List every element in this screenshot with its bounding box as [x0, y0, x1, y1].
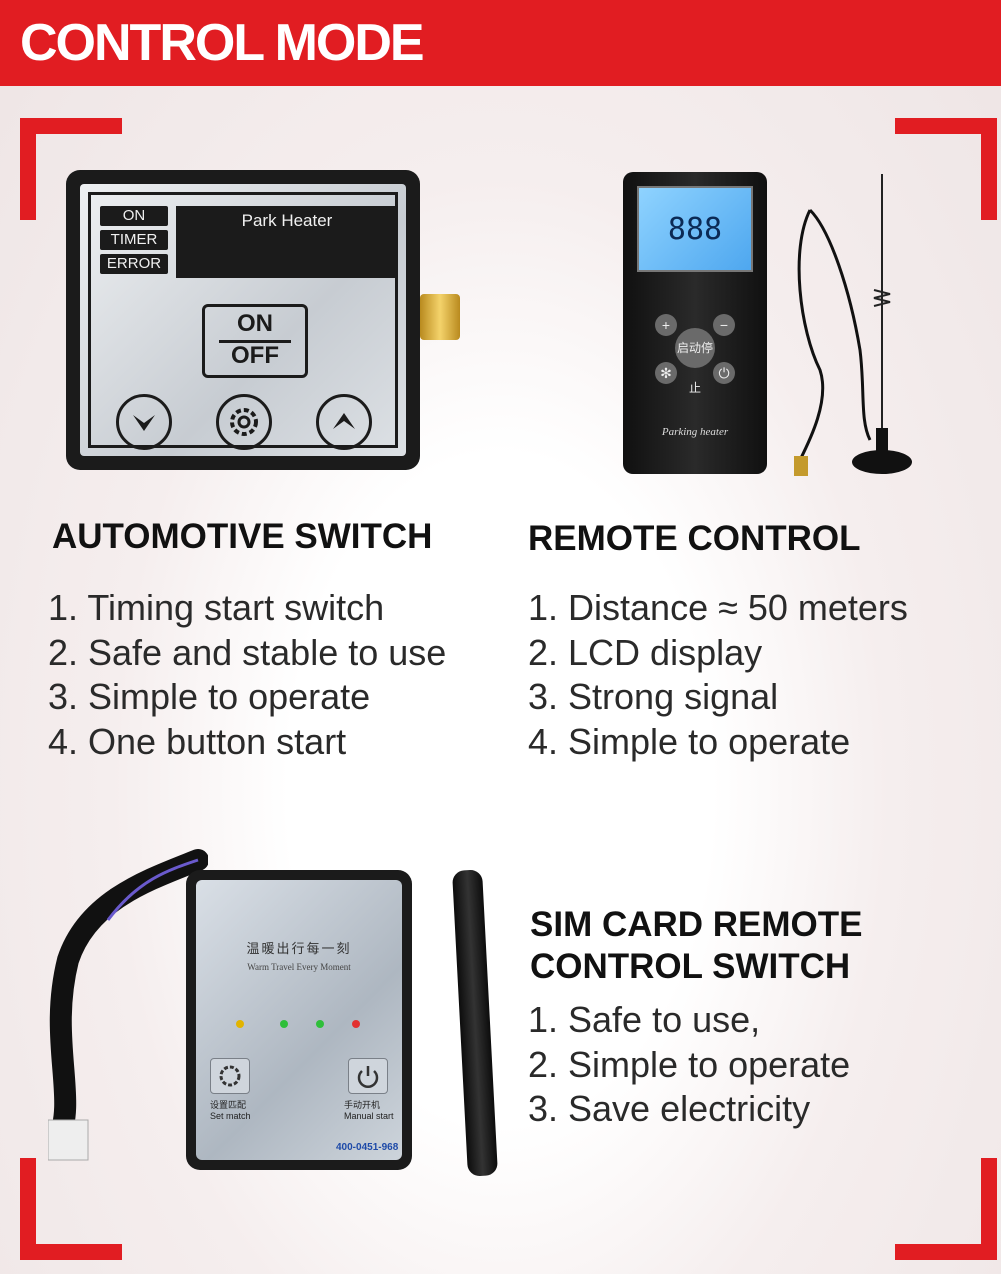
- list-item: 2. Safe and stable to use: [48, 631, 447, 673]
- sim-heading-line2: CONTROL SWITCH: [530, 947, 851, 986]
- power-icon: ⏻: [713, 362, 735, 384]
- automotive-switch-heading: AUTOMOTIVE SWITCH: [52, 517, 433, 556]
- antenna-cable-icon: [794, 174, 912, 476]
- minus-icon: −: [713, 314, 735, 336]
- status-led-green: [280, 1020, 288, 1028]
- list-item: 1. Timing start switch: [48, 587, 385, 628]
- remote-brand: Parking heater: [661, 426, 729, 438]
- manual-start-en: Manual start: [344, 1111, 394, 1121]
- onoff-top-label: ON: [237, 310, 273, 337]
- corner-bracket-bottom-left: [20, 1158, 122, 1260]
- page-title: CONTROL MODE: [20, 14, 425, 72]
- onoff-button: ON OFF: [202, 304, 308, 378]
- plus-icon: +: [655, 314, 677, 336]
- list-item: 3. Save electricity: [528, 1088, 811, 1129]
- header-bar: [0, 0, 1001, 86]
- list-item: 2. Simple to operate: [528, 1043, 851, 1085]
- sim-switch-heading: SIM CARD REMOTE CONTROL SWITCH: [530, 904, 863, 988]
- status-led-red: [352, 1020, 360, 1028]
- sim-switch-list: 1. Safe to use, 2. Simple to operate 3. …: [528, 998, 850, 1132]
- list-item: 2. LCD display: [528, 631, 763, 673]
- indicator-timer: TIMER: [100, 230, 168, 250]
- sim-slogan-en: Warm Travel Every Moment: [247, 962, 351, 972]
- manual-start-cn: 手动开机: [344, 1100, 381, 1110]
- gear-icon: ✻: [655, 362, 677, 384]
- automotive-switch-image: ON TIMER ERROR Park Heater ON OFF: [66, 170, 420, 470]
- corner-bracket-top-left: [20, 118, 122, 220]
- manual-start-label: 手动开机 Manual start: [344, 1098, 394, 1121]
- wire-harness-icon: [48, 849, 208, 1161]
- switch-face: ON TIMER ERROR Park Heater ON OFF: [80, 184, 406, 456]
- set-match-cn: 设置匹配: [210, 1100, 247, 1110]
- chevron-down-icon: [116, 394, 172, 450]
- gear-icon: [210, 1058, 250, 1094]
- set-match-label: 设置匹配 Set match: [210, 1098, 251, 1121]
- antenna-connector-icon: [420, 294, 460, 340]
- chevron-up-icon: [316, 394, 372, 450]
- list-item: 4. Simple to operate: [528, 720, 851, 762]
- remote-control-list: 1. Distance ≈ 50 meters 2. LCD display 3…: [528, 586, 908, 764]
- sim-face: 温暖出行每一刻 Warm Travel Every Moment 设置匹配 Se…: [196, 880, 402, 1160]
- indicator-error: ERROR: [100, 254, 168, 274]
- status-led-green: [316, 1020, 324, 1028]
- lcd-display: 888: [637, 186, 753, 272]
- power-icon: [348, 1058, 388, 1094]
- sim-slogan-cn: 温暖出行每一刻: [246, 941, 352, 956]
- list-item: 4. One button start: [48, 720, 347, 762]
- list-item: 1. Distance ≈ 50 meters: [528, 587, 908, 628]
- list-item: 1. Safe to use,: [528, 999, 761, 1040]
- sim-switch-image: 温暖出行每一刻 Warm Travel Every Moment 设置匹配 Se…: [186, 870, 412, 1170]
- onoff-bottom-label: OFF: [231, 342, 279, 369]
- sim-phone-number: 400-0451-968: [336, 1142, 399, 1153]
- sim-heading-line1: SIM CARD REMOTE: [530, 905, 863, 944]
- corner-bracket-top-right: [895, 118, 997, 220]
- onoff-divider: [219, 340, 291, 343]
- indicator-on: ON: [100, 206, 168, 226]
- corner-bracket-bottom-right: [895, 1158, 997, 1260]
- set-match-en: Set match: [210, 1111, 251, 1121]
- remote-control-heading: REMOTE CONTROL: [528, 519, 861, 558]
- list-item: 3. Strong signal: [528, 676, 779, 717]
- list-item: 3. Simple to operate: [48, 676, 371, 717]
- status-led-yellow: [236, 1020, 244, 1028]
- switch-screen: Park Heater: [176, 206, 398, 278]
- gear-icon: [216, 394, 272, 450]
- start-stop-button: 启动停止: [675, 328, 715, 395]
- remote-control-image: 888 + − 启动停止 ✻ ⏻ Parking heater: [623, 172, 767, 474]
- automotive-switch-list: 1. Timing start switch 2. Safe and stabl…: [48, 586, 446, 764]
